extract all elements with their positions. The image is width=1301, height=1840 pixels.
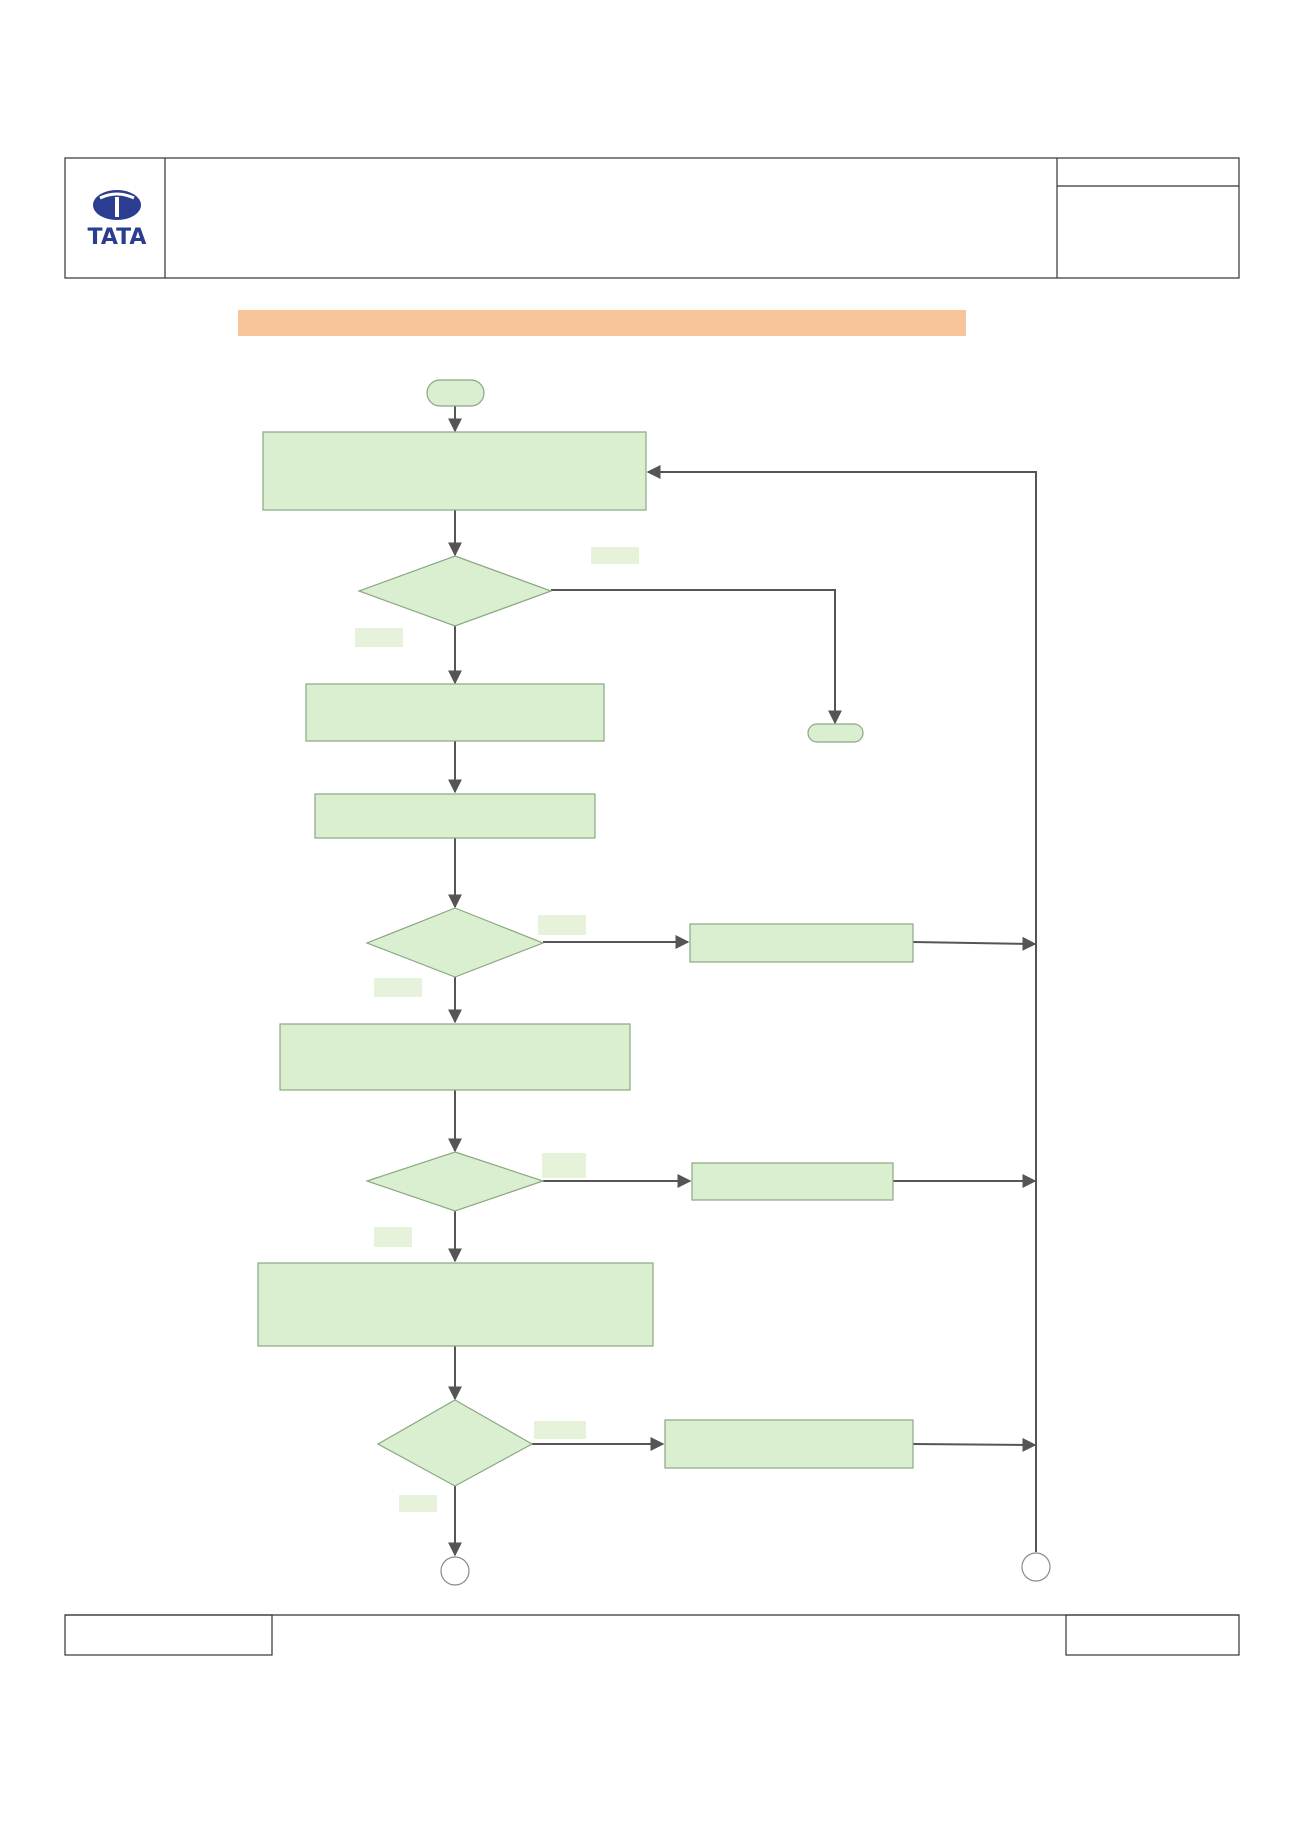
process-4[interactable] bbox=[279, 1023, 631, 1091]
branch-labels bbox=[355, 547, 639, 1512]
decision-3-down-label-box bbox=[374, 1227, 412, 1247]
flowchart-shapes bbox=[257, 379, 1051, 1586]
flowchart-connectors bbox=[448, 406, 1037, 1557]
decision-2[interactable] bbox=[365, 907, 545, 978]
process-5[interactable] bbox=[257, 1262, 654, 1347]
side-process-2[interactable] bbox=[691, 1162, 894, 1201]
decision-1[interactable] bbox=[357, 555, 553, 627]
side-process-3[interactable] bbox=[664, 1419, 914, 1469]
header-frame bbox=[64, 157, 1240, 279]
arrow-return-to-process-1 bbox=[646, 465, 1037, 1552]
side-process-1[interactable] bbox=[689, 923, 914, 963]
process-1[interactable] bbox=[262, 431, 647, 511]
tata-logo-stem-icon bbox=[115, 197, 119, 217]
tata-logo: TATA bbox=[88, 190, 147, 250]
decision-3-right-label-box bbox=[542, 1153, 586, 1178]
tata-logo-text: TATA bbox=[88, 225, 147, 250]
decision-4-down-label-box bbox=[399, 1495, 437, 1512]
connector-return[interactable] bbox=[1021, 1552, 1051, 1582]
arrow-decision-1-to-end bbox=[551, 589, 842, 725]
process-3[interactable] bbox=[314, 793, 596, 839]
document-footer bbox=[64, 1614, 1240, 1656]
decision-1-yes-label-box bbox=[591, 547, 639, 564]
end-terminal[interactable] bbox=[807, 723, 864, 743]
document-header: TATA bbox=[64, 157, 1240, 279]
decision-2-right-label-box bbox=[538, 915, 586, 935]
decision-3[interactable] bbox=[365, 1151, 545, 1212]
decision-1-no-label-box bbox=[355, 628, 403, 647]
arrow-side-process-3-to-return bbox=[912, 1437, 1037, 1452]
connector-bottom[interactable] bbox=[440, 1556, 470, 1586]
decision-2-down-label-box bbox=[374, 978, 422, 997]
decision-4[interactable] bbox=[376, 1399, 534, 1487]
footer-left-box bbox=[64, 1614, 273, 1656]
process-2[interactable] bbox=[305, 683, 605, 742]
decision-4-right-label-box bbox=[534, 1421, 586, 1439]
start-terminal[interactable] bbox=[426, 379, 485, 407]
footer-right-box bbox=[1065, 1614, 1240, 1656]
section-banner bbox=[238, 310, 966, 336]
arrow-side-process-1-to-return bbox=[912, 936, 1037, 951]
tata-logo-arc-icon bbox=[99, 192, 135, 200]
